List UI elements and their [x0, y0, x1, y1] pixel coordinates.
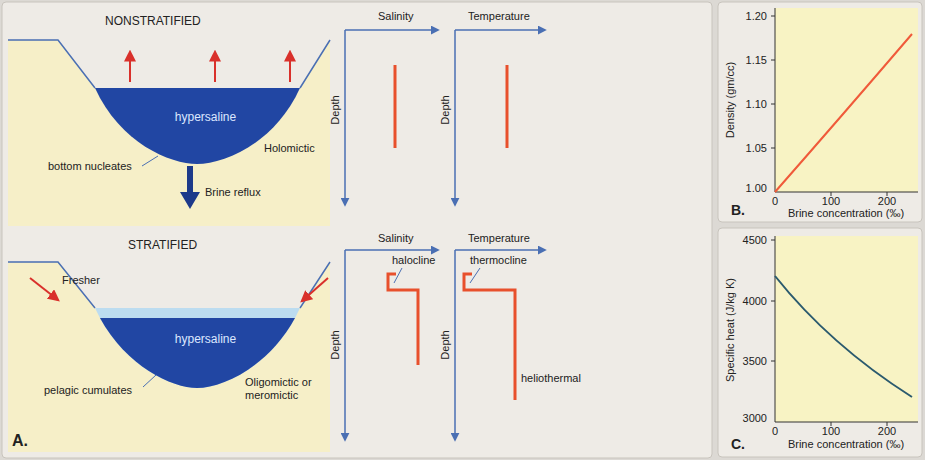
leader-line: [142, 156, 158, 166]
panel-letter: A.: [12, 432, 28, 450]
inflow-arrow: [30, 278, 58, 300]
axis: [775, 8, 776, 192]
water-label: hypersaline: [95, 332, 316, 346]
annotation: STRATIFIED: [128, 238, 197, 252]
panel-b: [718, 2, 922, 222]
salinity-profile: [388, 274, 418, 365]
axis-title: Specific heat (J/kg K): [724, 278, 737, 382]
axis-label: 1.20: [746, 10, 767, 23]
axis-label: 1.00: [746, 182, 767, 195]
temperature-profile: [464, 274, 515, 400]
shoreline: [8, 40, 330, 88]
salinity-profile: [394, 65, 397, 148]
specific-heat-curve: [775, 276, 912, 397]
axis: [454, 30, 456, 205]
axis: [344, 30, 346, 205]
axis-title: Depth: [329, 95, 342, 124]
annotation: Holomictic: [264, 142, 315, 155]
leader-line: [143, 375, 156, 387]
axis-title: Depth: [439, 95, 452, 124]
ground: [8, 40, 330, 226]
panel-a: [2, 2, 712, 458]
tick: [771, 16, 775, 17]
leader-line: [470, 268, 480, 283]
axis: [455, 249, 545, 251]
axis-label: 0: [772, 195, 778, 208]
axis-title: Depth: [329, 330, 342, 359]
annotation: halocline: [392, 254, 435, 267]
evaporation-arrow: [289, 52, 291, 82]
axis-label: 200: [878, 195, 896, 208]
annotation: thermocline: [470, 254, 527, 267]
leader-line: [394, 268, 402, 283]
tick: [771, 240, 775, 241]
axis: [344, 250, 346, 440]
annotation: pelagic cumulates: [44, 384, 132, 397]
annotation: Oligomictic or meromictic: [245, 376, 325, 402]
density-curve: [775, 34, 912, 192]
annotation: NONSTRATIFIED: [105, 14, 201, 28]
axis: [455, 29, 545, 31]
tick: [771, 361, 775, 362]
axis: [345, 29, 438, 31]
axis-label: 4000: [743, 294, 767, 307]
tick: [771, 60, 775, 61]
axis-label: 100: [822, 195, 840, 208]
plot-area: [775, 8, 918, 192]
axis: [775, 422, 918, 423]
panel-c: [718, 228, 922, 457]
annotation: Temperature: [468, 10, 530, 23]
axis-label: 4500: [743, 234, 767, 247]
axis-label: 1.05: [746, 142, 767, 155]
inflow-arrow: [302, 278, 328, 301]
axis-label: 200: [878, 425, 896, 438]
chart-axes: [771, 8, 918, 196]
axis: [345, 249, 438, 251]
water-label: hypersaline: [95, 110, 316, 124]
annotation: Fresher: [62, 274, 100, 287]
axis-label: Brine concentration (‰): [788, 207, 904, 220]
annotation: Temperature: [468, 232, 530, 245]
axis-label: 0: [772, 425, 778, 438]
evaporation-arrows: [130, 52, 290, 82]
chart-axes: [771, 236, 918, 426]
axis-label: Brine concentration (‰): [788, 438, 904, 451]
ground: [8, 262, 330, 452]
evaporation-arrow: [129, 52, 131, 82]
tick: [771, 104, 775, 105]
reflux-arrow: [180, 166, 200, 209]
evaporation-arrow: [214, 52, 216, 82]
plot-area: [775, 236, 918, 422]
axis-label: 1.10: [746, 98, 767, 111]
axis: [775, 192, 918, 193]
axis: [454, 250, 456, 440]
panel-letter: B.: [731, 202, 745, 218]
tick: [771, 301, 775, 302]
tick: [771, 148, 775, 149]
annotation: Salinity: [378, 232, 413, 245]
axis-label: 1.15: [746, 54, 767, 67]
axis: [775, 236, 776, 422]
profile-axes: [345, 30, 545, 440]
axis-title: Density (gm/cc): [724, 62, 737, 138]
axis-title: Depth: [439, 330, 452, 359]
annotation: heliothermal: [521, 372, 581, 385]
axis-label: 3500: [743, 355, 767, 368]
annotation: Brine reflux: [205, 186, 261, 199]
temperature-profile: [506, 65, 509, 148]
panel-letter: C.: [731, 436, 745, 452]
shoreline: [8, 262, 330, 308]
annotation: Salinity: [378, 10, 413, 23]
axis-label: 3000: [743, 412, 767, 425]
axis-label: 100: [822, 425, 840, 438]
annotation: bottom nucleates: [48, 160, 132, 173]
